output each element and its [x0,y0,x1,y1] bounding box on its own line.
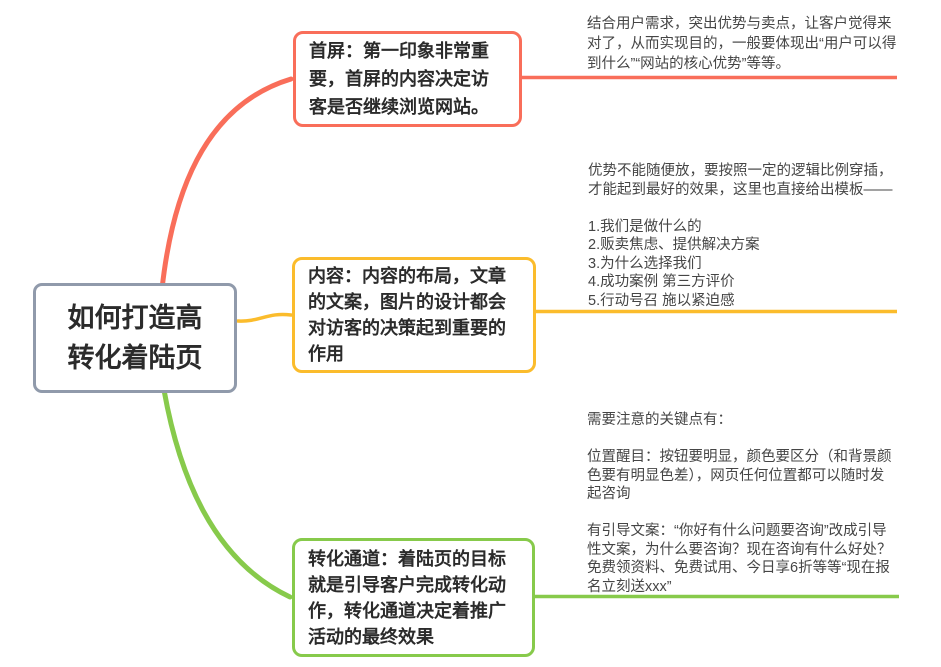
root-topic[interactable]: 如何打造高 转化着陆页 [33,283,237,393]
root-topic-label: 如何打造高 转化着陆页 [67,303,203,373]
topic-first-screen[interactable]: 首屏：第一印象非常重 要，首屏的内容决定访 客是否继续浏览网站。 [293,31,522,127]
branch-curve-conversion-funnel [161,387,293,600]
topic-conversion-funnel[interactable]: 转化通道：着陆页的目标 就是引导客户完成转化动 作，转化通道决定着推广 活动的最… [292,538,535,657]
topic-content[interactable]: 内容：内容的布局，文章 的文案，图片的设计都会 对访客的决策起到重要的 作用 [292,257,536,373]
branch-curve-content [236,312,293,323]
note-content[interactable]: 优势不能随便放，要按照一定的逻辑比例穿插， 才能起到最好的效果，这里也直接给出模… [588,163,893,309]
note-conversion-funnel[interactable]: 需要注意的关键点有： 位置醒目：按钮要明显，颜色要区分（和背景颜 色要有明显色差… [587,412,892,595]
branch-curve-first-screen [159,76,294,292]
note-first-screen[interactable]: 结合用户需求，突出优势与卖点，让客户觉得来 对了，从而实现目的，一般要体现出“用… [587,16,897,72]
topic-conversion-funnel-label: 转化通道：着陆页的目标 就是引导客户完成转化动 作，转化通道决定着推广 活动的最… [308,548,506,647]
topic-first-screen-label: 首屏：第一印象非常重 要，首屏的内容决定访 客是否继续浏览网站。 [309,41,489,117]
topic-content-label: 内容：内容的布局，文章 的文案，图片的设计都会 对访客的决策起到重要的 作用 [308,266,506,364]
